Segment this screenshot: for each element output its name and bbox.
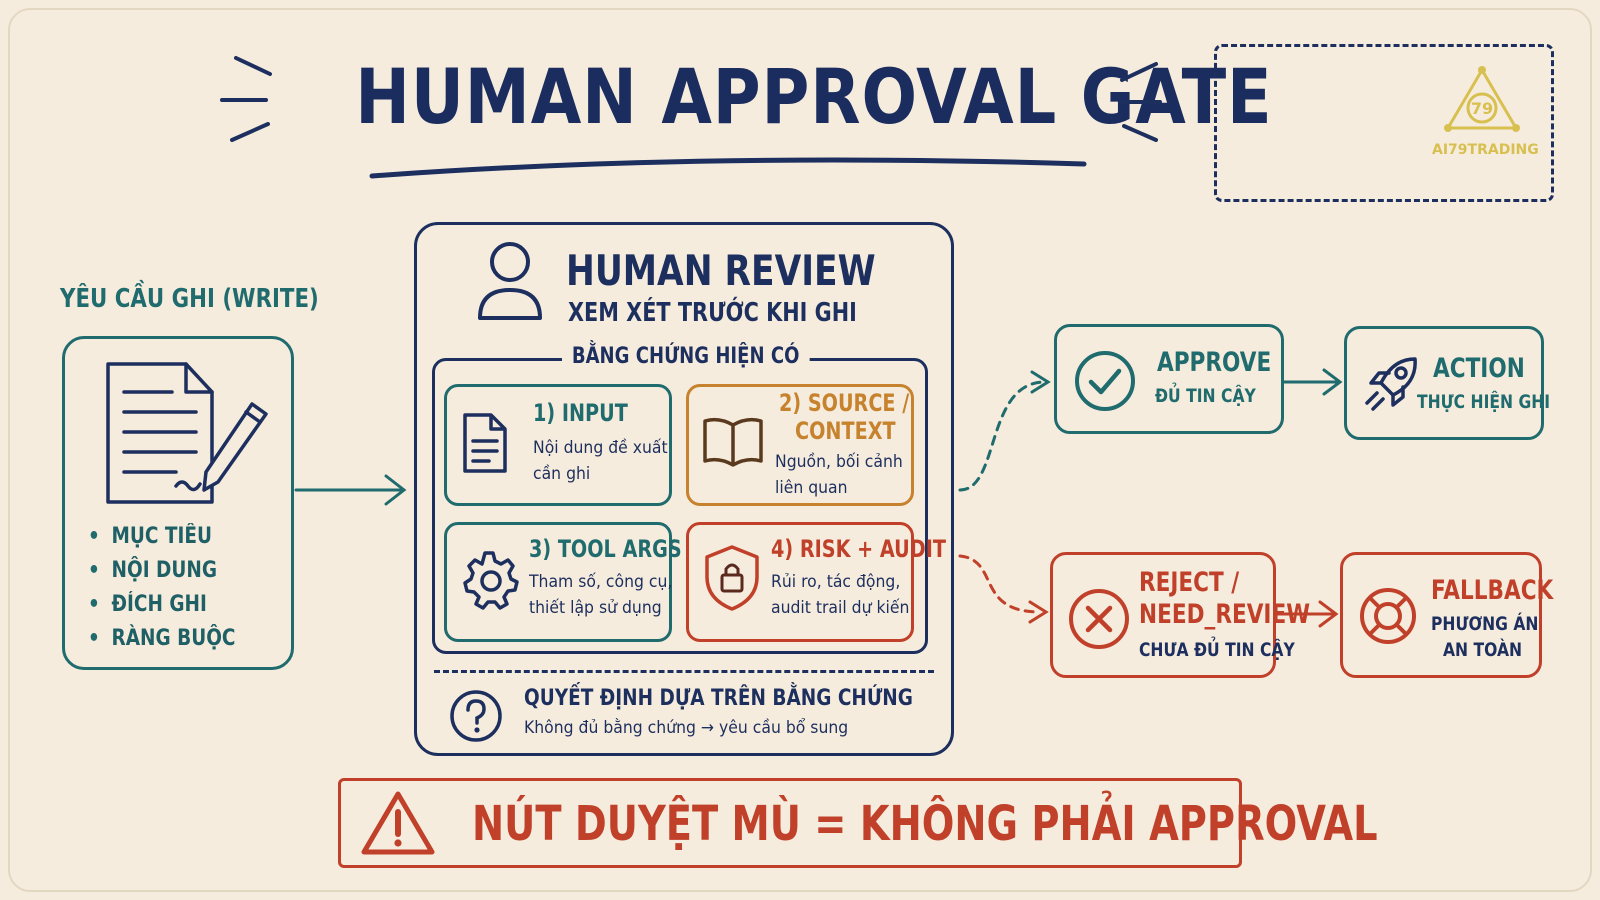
warning-banner bbox=[338, 778, 1242, 868]
card-title: 4) RISK + AUDIT bbox=[771, 535, 946, 563]
lifebuoy-icon bbox=[1360, 588, 1416, 644]
title-underline bbox=[369, 157, 1087, 179]
decision-title: QUYẾT ĐỊNH DỰA TRÊN BẰNG CHỨNG bbox=[524, 686, 913, 711]
question-icon bbox=[450, 690, 502, 742]
fallback-sub-2: AN TOÀN bbox=[1443, 639, 1523, 661]
evidence-card-tool-args: 3) TOOL ARGS Tham số, công cụ, thiết lập… bbox=[444, 522, 682, 642]
logo-text: AI79TRADING bbox=[1432, 142, 1539, 158]
arrow-write-to-review bbox=[294, 474, 407, 506]
approve-sub: ĐỦ TIN CẬY bbox=[1155, 385, 1256, 407]
action-title: ACTION bbox=[1433, 353, 1525, 384]
evidence-card-risk-audit: 4) RISK + AUDIT Rủi ro, tác động, audit … bbox=[686, 522, 946, 642]
card-desc: Nguồn, bối cảnh bbox=[775, 452, 903, 472]
write-request-box bbox=[62, 336, 294, 670]
arrow-approve-to-action bbox=[1282, 368, 1343, 396]
fallback-sub: PHƯƠNG ÁN bbox=[1431, 613, 1539, 635]
arrow-review-to-reject bbox=[958, 554, 1042, 614]
arrow-review-to-approve bbox=[958, 380, 1047, 492]
logo: 79 AI79TRADING bbox=[1432, 64, 1539, 158]
logo-triangle-icon: 79 bbox=[1444, 66, 1520, 132]
reject-title-2: NEED_REVIEW bbox=[1139, 599, 1311, 630]
action-sub: THỰC HIỆN GHI bbox=[1417, 391, 1551, 413]
shield-lock-icon bbox=[705, 545, 759, 611]
canvas-frame bbox=[8, 8, 1592, 892]
approve-node: APPROVE ĐỦ TIN CẬY bbox=[1054, 324, 1284, 434]
card-desc: cần ghi bbox=[533, 464, 591, 484]
book-icon bbox=[703, 417, 763, 467]
title-accent-left bbox=[220, 56, 272, 142]
approve-title: APPROVE bbox=[1157, 347, 1272, 378]
human-review-box bbox=[414, 222, 954, 756]
list-item: ĐÍCH GHI bbox=[88, 588, 235, 622]
card-title: 3) TOOL ARGS bbox=[529, 535, 682, 563]
reject-title: REJECT / bbox=[1139, 567, 1240, 598]
arrow-reject-to-fallback bbox=[1274, 600, 1339, 628]
list-item: RÀNG BUỘC bbox=[88, 622, 236, 656]
list-item: MỤC TIÊU bbox=[88, 520, 235, 554]
human-review-subtitle: XEM XÉT TRƯỚC KHI GHI bbox=[568, 298, 857, 328]
fallback-title: FALLBACK bbox=[1431, 575, 1554, 606]
warning-text: NÚT DUYỆT MÙ = KHÔNG PHẢI APPROVAL bbox=[472, 796, 1378, 852]
human-review-title: HUMAN REVIEW bbox=[566, 246, 876, 295]
card-title: 2) SOURCE / bbox=[779, 389, 910, 417]
decision-desc: Không đủ bằng chứng → yêu cầu bổ sung bbox=[524, 718, 849, 738]
fallback-node: FALLBACK PHƯƠNG ÁN AN TOÀN bbox=[1340, 552, 1553, 678]
divider bbox=[434, 670, 934, 673]
rocket-icon bbox=[1365, 357, 1417, 411]
list-item: NỘI DUNG bbox=[88, 554, 235, 588]
card-title: CONTEXT bbox=[795, 417, 896, 445]
evidence-label: BẰNG CHỨNG HIỆN CÓ bbox=[562, 344, 810, 369]
card-desc: Rủi ro, tác động, bbox=[771, 572, 901, 592]
evidence-card-input: 1) INPUT Nội dung đề xuất cần ghi bbox=[444, 384, 672, 506]
reject-sub: CHƯA ĐỦ TIN CẬY bbox=[1139, 639, 1295, 661]
check-circle-icon bbox=[1075, 351, 1135, 411]
logo-badge: 79 bbox=[1471, 99, 1493, 118]
document-icon bbox=[463, 413, 507, 473]
card-desc: thiết lập sử dụng bbox=[529, 598, 662, 618]
gear-icon bbox=[463, 551, 519, 610]
close-circle-icon bbox=[1069, 589, 1129, 649]
card-desc: Tham số, công cụ, bbox=[529, 572, 673, 592]
action-node: ACTION THỰC HIỆN GHI bbox=[1344, 326, 1550, 440]
warning-icon bbox=[361, 791, 435, 855]
write-request-list: MỤC TIÊU NỘI DUNG ĐÍCH GHI RÀNG BUỘC bbox=[88, 520, 264, 656]
evidence-card-source: 2) SOURCE / CONTEXT Nguồn, bối cảnh liên… bbox=[686, 384, 914, 506]
title-accent-right bbox=[1118, 62, 1162, 142]
logo-frame bbox=[1214, 44, 1554, 202]
card-desc: liên quan bbox=[775, 478, 848, 498]
reject-node: REJECT / NEED_REVIEW CHƯA ĐỦ TIN CẬY bbox=[1050, 552, 1310, 678]
card-desc: audit trail dự kiến bbox=[771, 598, 910, 618]
card-title: 1) INPUT bbox=[533, 399, 628, 427]
write-request-title: YÊU CẦU GHI (WRITE) bbox=[60, 284, 319, 314]
card-desc: Nội dung đề xuất bbox=[533, 438, 668, 458]
